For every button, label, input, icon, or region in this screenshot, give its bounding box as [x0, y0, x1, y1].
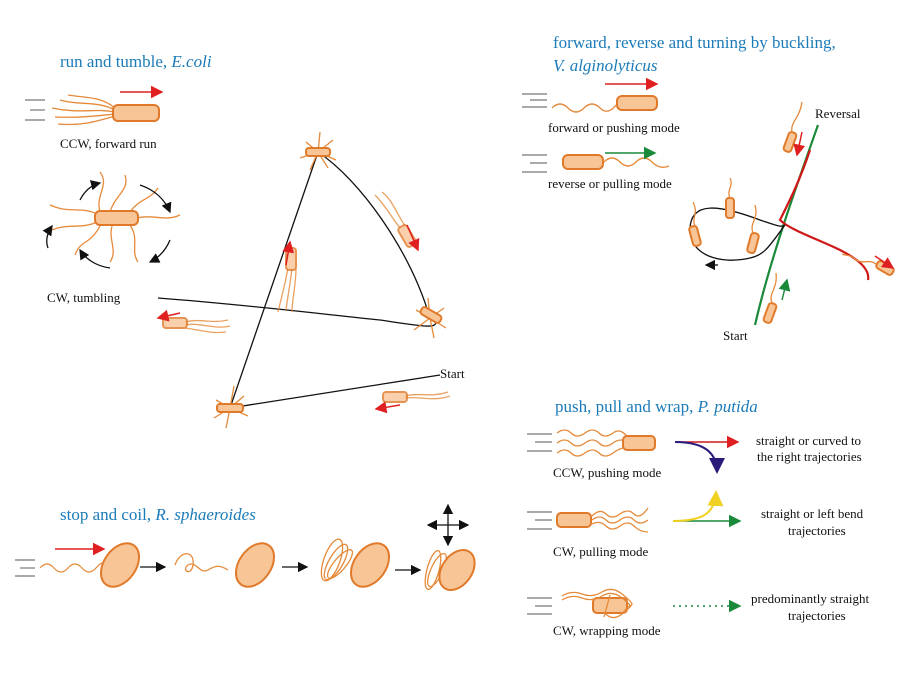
- pulling-mode-row: CW, pulling mode straight or left bend t…: [527, 490, 864, 559]
- mode-label: CW, wrapping mode: [553, 623, 661, 638]
- run-tumble-trajectory: [156, 131, 451, 429]
- panel-title: stop and coil, R. sphaeroides: [60, 505, 256, 524]
- result-line: predominantly straight: [751, 591, 869, 606]
- result-line: the right trajectories: [757, 449, 862, 464]
- result-line: straight or curved to: [756, 433, 861, 448]
- result-line: trajectories: [788, 523, 846, 538]
- mode-label: CW, pulling mode: [553, 544, 648, 559]
- panel-species: V. alginolyticus: [553, 56, 658, 75]
- panel-stop-and-coil: stop and coil, R. sphaeroides: [15, 503, 476, 591]
- pulling-cell: [562, 154, 604, 170]
- reversal-label: Reversal: [815, 106, 861, 121]
- panel-vibrio: forward, reverse and turning by buckling…: [522, 33, 895, 343]
- panel-title: push, pull and wrap, P. putida: [555, 397, 758, 416]
- random-reorientation-icon: [426, 503, 470, 547]
- mode-label: CCW, pushing mode: [553, 465, 661, 480]
- panel-run-and-tumble: run and tumble, E.coli CCW, forward run …: [25, 52, 465, 429]
- ccw-forward-run-cell: [25, 85, 164, 126]
- tumbling-cell: [42, 171, 181, 269]
- pushing-mode-row: CCW, pushing mode straight or curved to …: [527, 429, 862, 480]
- panel-title: forward, reverse and turning by buckling…: [553, 33, 836, 52]
- stopped-cell: [99, 542, 141, 588]
- panel-putida: push, pull and wrap, P. putida CCW, push…: [527, 397, 869, 638]
- wrapping-mode-row: CW, wrapping mode predominantly straight…: [527, 588, 869, 638]
- result-line: trajectories: [788, 608, 846, 623]
- cw-tumbling-label: CW, tumbling: [47, 290, 121, 305]
- pushing-cell: [616, 95, 658, 111]
- vibrio-trajectory: [688, 101, 895, 326]
- start-label: Start: [723, 328, 748, 343]
- reverse-mode-label: reverse or pulling mode: [548, 176, 672, 191]
- start-label: Start: [440, 366, 465, 381]
- result-line: straight or left bend: [761, 506, 864, 521]
- forward-mode-label: forward or pushing mode: [548, 120, 680, 135]
- ccw-forward-run-label: CCW, forward run: [60, 136, 157, 151]
- panel-title: run and tumble, E.coli: [60, 52, 212, 71]
